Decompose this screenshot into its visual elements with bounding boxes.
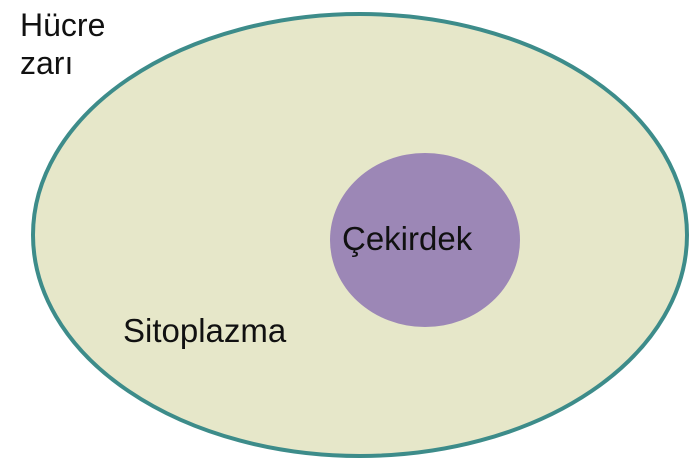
nucleus-shape	[330, 153, 520, 327]
nucleus-label: Çekirdek	[342, 220, 473, 257]
cytoplasm-label: Sitoplazma	[123, 312, 287, 349]
membrane-label: Hücre zarı	[20, 7, 106, 81]
